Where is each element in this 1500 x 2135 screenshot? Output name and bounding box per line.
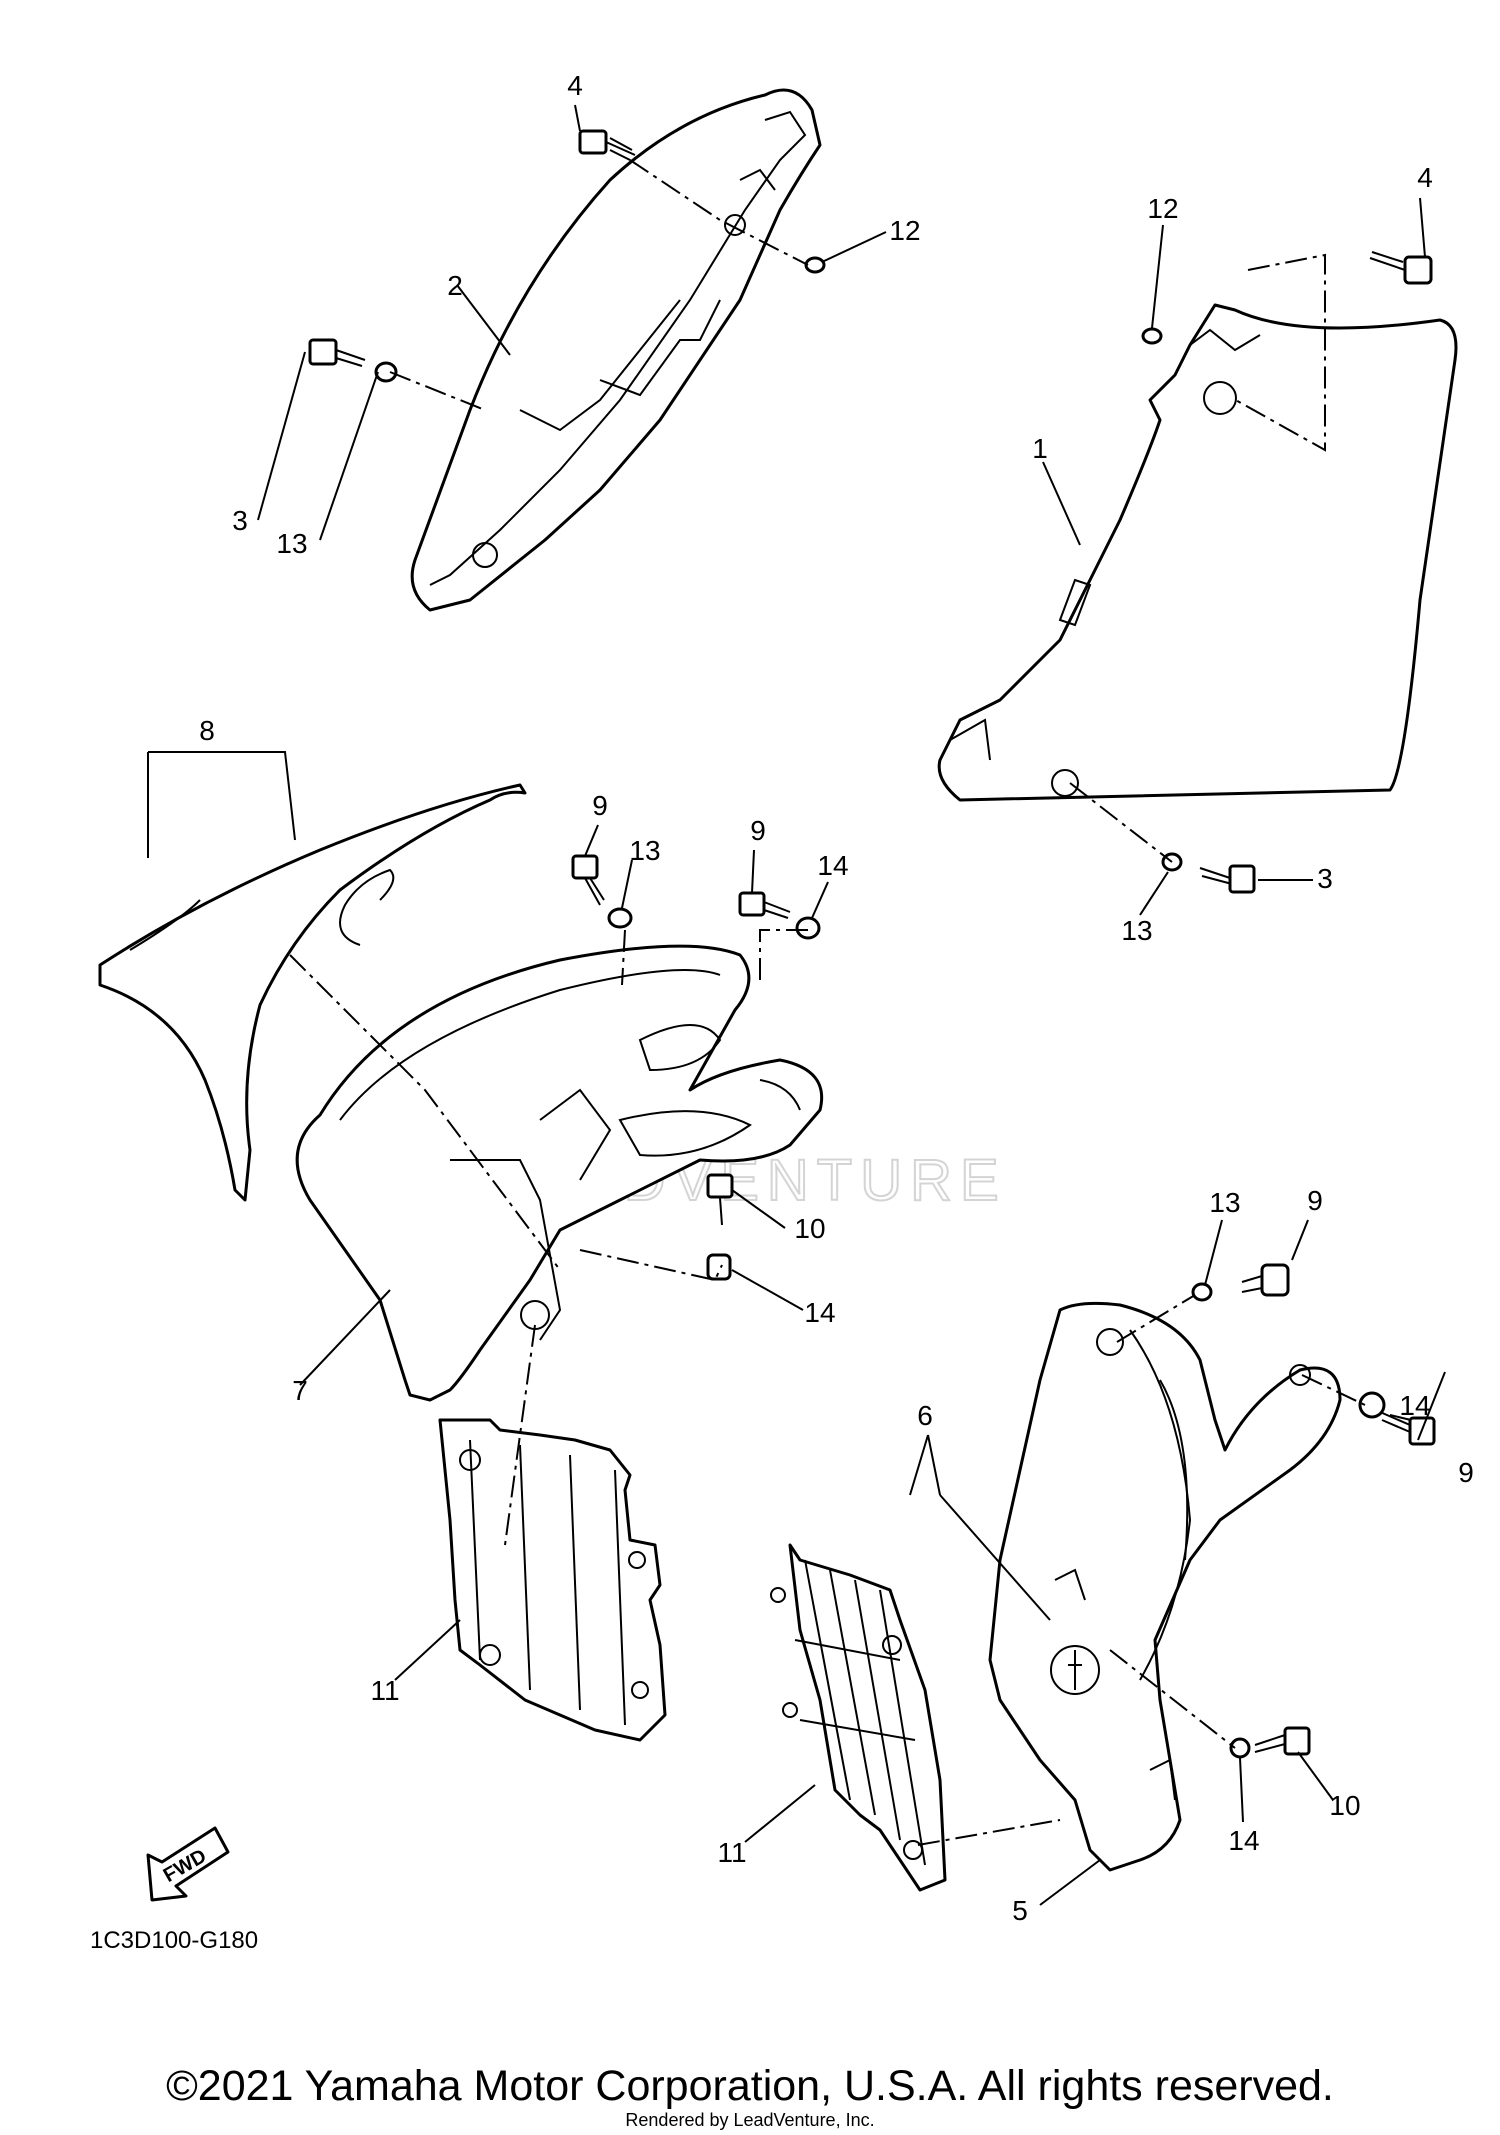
grommet-13-top-left — [374, 361, 398, 383]
callout-14: 14 — [1228, 1825, 1259, 1856]
callout-13: 13 — [629, 835, 660, 866]
copyright-text: ©2021 Yamaha Motor Corporation, U.S.A. A… — [166, 2062, 1334, 2110]
callout-12: 12 — [1147, 193, 1178, 224]
callout-11: 11 — [717, 1837, 746, 1868]
rendered-by-text: Rendered by LeadVenture, Inc. — [625, 2110, 875, 2130]
radiator-guard-right — [770, 1543, 947, 1892]
side-cover-left — [410, 88, 822, 612]
graphic-decal — [98, 783, 527, 1202]
washer-14-bottom-right — [1229, 1737, 1251, 1759]
diagram-code: 1C3D100-G180 — [90, 1927, 258, 1954]
callout-14: 14 — [804, 1297, 835, 1328]
callout-10: 10 — [1329, 1790, 1360, 1821]
callout-6: 6 — [917, 1400, 933, 1431]
washer-12-right — [1141, 327, 1163, 345]
radiator-shroud-left — [295, 944, 824, 1402]
callout-8: 8 — [199, 715, 215, 746]
washer-12-top — [804, 256, 826, 274]
callout-2: 2 — [447, 270, 463, 301]
callout-13: 13 — [276, 528, 307, 559]
callout-9: 9 — [1307, 1185, 1323, 1216]
callout-13: 13 — [1121, 915, 1152, 946]
callout-13: 13 — [1209, 1187, 1240, 1218]
callout-14: 14 — [817, 850, 848, 881]
callout-12: 12 — [889, 215, 920, 246]
callout-4: 4 — [1417, 162, 1433, 193]
callout-labels: 4 2 12 3 13 4 12 1 3 13 8 9 13 9 14 10 1… — [199, 70, 1474, 1926]
callout-7: 7 — [292, 1375, 308, 1406]
radiator-guard-left — [438, 1418, 667, 1742]
grommet-13-lower-right — [1191, 1282, 1213, 1302]
callout-3: 3 — [232, 505, 248, 536]
callout-10: 10 — [794, 1213, 825, 1244]
fwd-arrow-icon: FWD — [146, 1826, 230, 1902]
bolt-9-center-right — [738, 891, 791, 919]
callout-9: 9 — [592, 790, 608, 821]
bolt-4-top-left — [578, 129, 636, 161]
side-cover-right — [937, 303, 1458, 802]
callout-9: 9 — [750, 815, 766, 846]
callout-14: 14 — [1399, 1390, 1430, 1421]
callout-3: 3 — [1317, 863, 1333, 894]
leader-lines — [147, 104, 1446, 1906]
bolt-4-right — [1369, 251, 1433, 285]
bolt-3-top-left — [308, 338, 366, 367]
bolt-10-center — [706, 1173, 734, 1226]
washer-14-center — [795, 916, 821, 940]
bolt-3-right — [1199, 864, 1256, 894]
bolt-10-bottom-right — [1254, 1726, 1311, 1756]
callout-5: 5 — [1012, 1895, 1028, 1926]
bolt-9-lower-right — [1241, 1263, 1290, 1297]
callout-11: 11 — [370, 1675, 399, 1706]
grommet-13-center — [607, 907, 633, 929]
washer-14-right — [1358, 1391, 1386, 1419]
radiator-shroud-right — [988, 1301, 1342, 1872]
callout-9: 9 — [1458, 1457, 1474, 1488]
callout-4: 4 — [567, 70, 583, 101]
bolt-9-center-left — [571, 854, 605, 906]
callout-1: 1 — [1032, 433, 1048, 464]
washer-14-lower-center — [706, 1253, 732, 1281]
